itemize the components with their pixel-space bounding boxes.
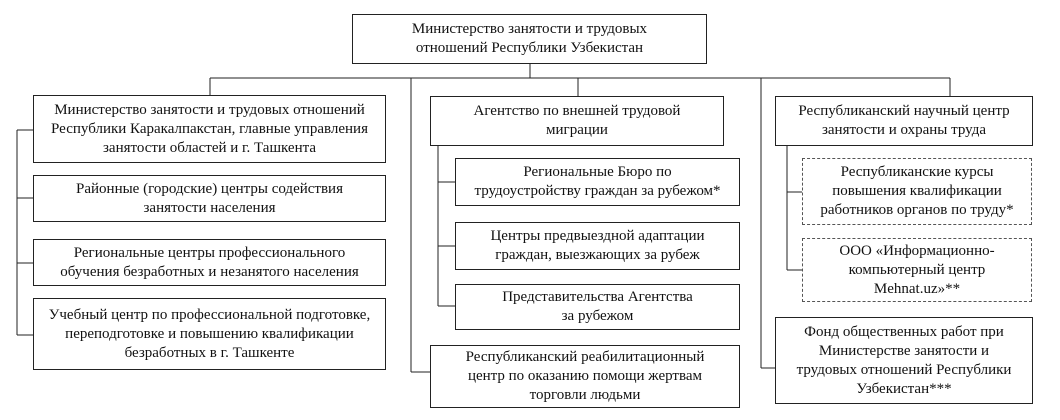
right-box-qualification-courses: Республиканские курсы повышения квалифик… (802, 158, 1032, 225)
root-ministry-box: Министерство занятости и трудовых отноше… (352, 14, 707, 64)
left-box-regional-training: Региональные центры профессионального об… (33, 239, 386, 286)
middle-box-adaptation-centers: Центры предвыездной адаптации граждан, в… (455, 222, 740, 270)
right-box-scientific-center: Республиканский научный центр занятости … (775, 96, 1033, 146)
middle-box-agency-representations: Представительства Агентства за рубежом (455, 284, 740, 330)
left-box-tashkent-training-center: Учебный центр по профессиональной подгот… (33, 298, 386, 370)
left-box-district-centers: Районные (городские) центры содействия з… (33, 175, 386, 222)
middle-box-regional-bureaus: Региональные Бюро по трудоустройству гра… (455, 158, 740, 206)
middle-box-migration-agency: Агентство по внешней трудовой миграции (430, 96, 724, 146)
left-box-karakalpakstan: Министерство занятости и трудовых отноше… (33, 95, 386, 163)
right-box-public-works-fund: Фонд общественных работ при Министерстве… (775, 317, 1033, 404)
middle-box-rehabilitation-center: Республиканский реабилитационный центр п… (430, 345, 740, 408)
right-box-mehnat-uz: ООО «Информационно- компьютерный центр M… (802, 238, 1032, 302)
